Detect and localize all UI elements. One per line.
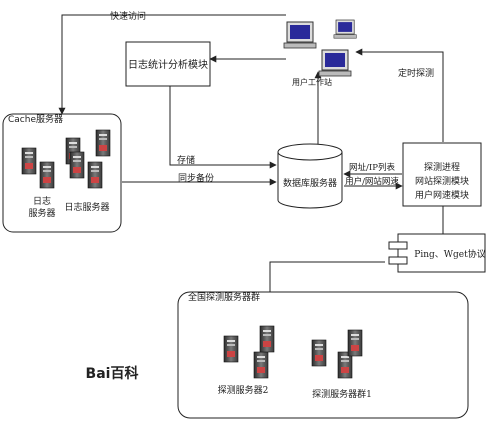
- server-icon: [39, 161, 55, 189]
- probe-process-box: 探测进程 网站探测模块 用户网速模块: [402, 142, 482, 207]
- server-icon: [223, 335, 239, 363]
- edge-label-url-ip-list: 网址/IP列表: [349, 162, 395, 173]
- probe-group-label: 全国探测服务器群: [188, 291, 260, 303]
- log-server-a-label-2: 服务器: [28, 207, 55, 219]
- user-workstation-label: 用户工作站: [292, 77, 332, 87]
- server-icon: [253, 351, 269, 379]
- database-server: 数据库服务器: [277, 143, 343, 209]
- server-icon: [95, 129, 111, 157]
- edge-label-scheduled-probe: 定时探测: [398, 67, 434, 79]
- edge-fast-access: [58, 14, 286, 115]
- log-analysis-label: 日志统计分析模块: [128, 58, 208, 71]
- probe-process-line-3: 用户网速模块: [415, 189, 469, 201]
- log-analysis-module: 日志统计分析模块: [125, 41, 211, 87]
- server-icon: [259, 325, 275, 353]
- edge-label-store: 存储: [177, 154, 195, 166]
- probe-group-2-label: 探测服务器2: [218, 384, 269, 396]
- server-icon: [21, 147, 37, 175]
- ping-wget-label: Ping、Wget协议: [414, 248, 485, 260]
- edge-store: [169, 86, 277, 169]
- ping-wget-component: Ping、Wget协议: [388, 233, 486, 273]
- server-icon: [87, 161, 103, 189]
- cache-group-label: Cache服务器: [8, 113, 63, 125]
- edge-label-user-site-speed: 用户/网站网速: [345, 176, 399, 187]
- workstation-pc-icon: [333, 19, 357, 39]
- probe-process-line-2: 网站探测模块: [415, 175, 469, 187]
- server-icon: [311, 339, 327, 367]
- probe-server-group: 全国探测服务器群 探测服务器2 探测服务器群1: [177, 291, 469, 419]
- workstation-pc-icon: [318, 49, 352, 77]
- watermark: Bai百科: [86, 365, 139, 382]
- probe-process-line-1: 探测进程: [424, 161, 460, 173]
- workstation-pc-icon: [283, 21, 317, 49]
- cache-server-group: Cache服务器 日志 服务器 日志服务器: [2, 113, 122, 233]
- edge-scheduled-probe: [355, 48, 444, 142]
- log-server-a-label-1: 日志: [33, 195, 51, 207]
- probe-group-1-label: 探测服务器群1: [312, 388, 372, 400]
- server-icon: [347, 329, 363, 357]
- database-label: 数据库服务器: [283, 177, 337, 189]
- edge-label-fast-access: 快速访问: [110, 10, 146, 22]
- log-server-b-label: 日志服务器: [64, 201, 109, 213]
- server-icon: [69, 151, 85, 179]
- user-workstation: 用户工作站: [283, 19, 357, 87]
- edge-label-sync-backup: 同步备份: [178, 172, 214, 184]
- edge-protocol-to-group: [269, 261, 385, 292]
